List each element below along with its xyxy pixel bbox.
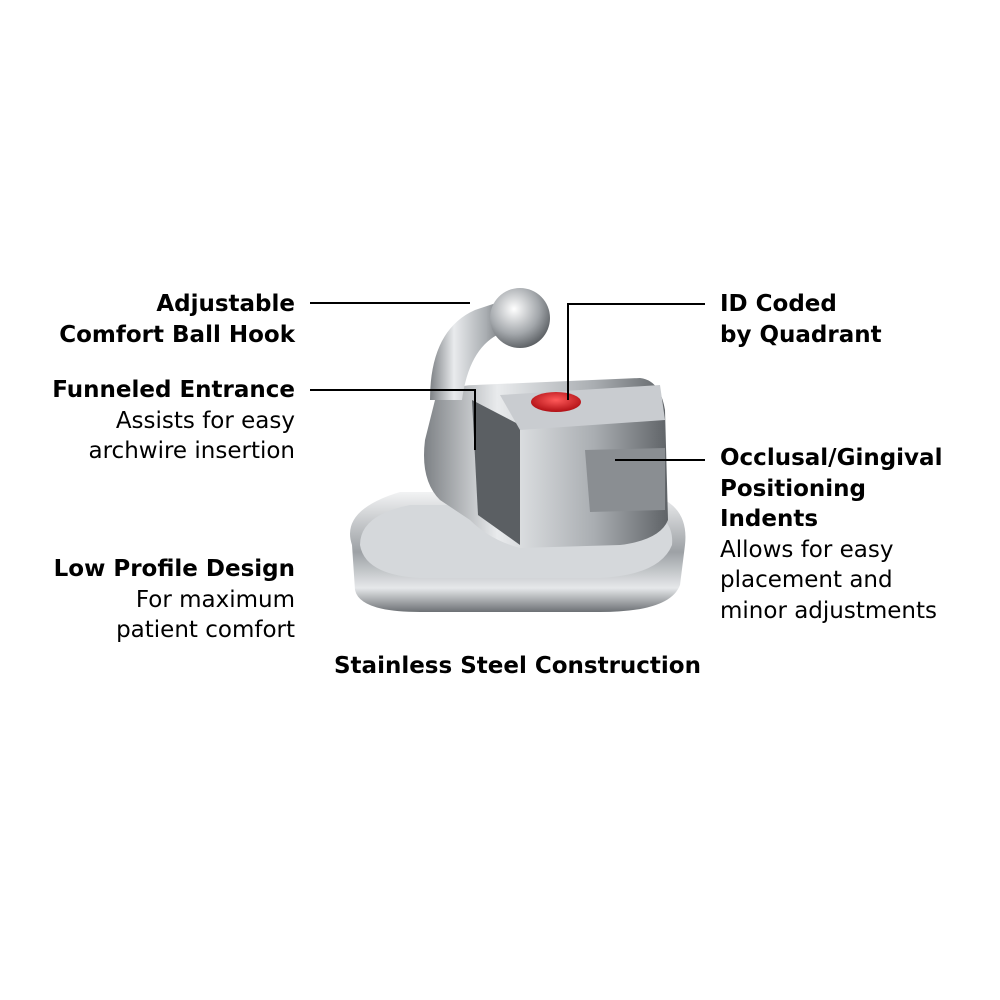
callout-lines bbox=[310, 302, 705, 461]
indents-desc-3: minor adjustments bbox=[720, 597, 938, 624]
ball-hook bbox=[430, 300, 510, 400]
ball-hook-title-2: Comfort Ball Hook bbox=[59, 321, 295, 348]
indents-title-2: Positioning bbox=[720, 475, 867, 502]
id-coded-title-2: by Quadrant bbox=[720, 321, 882, 348]
ball-hook-label: Adjustable Comfort Ball Hook bbox=[59, 289, 295, 350]
funneled-desc-1: Assists for easy bbox=[115, 407, 295, 434]
low-profile-title: Low Profile Design bbox=[53, 556, 295, 582]
low-profile-label: Low Profile Design For maximum patient c… bbox=[54, 554, 295, 646]
id-coded-label: ID Coded by Quadrant bbox=[720, 289, 882, 350]
ball-hook-ball bbox=[490, 288, 550, 348]
id-coded-title-1: ID Coded bbox=[720, 291, 837, 317]
indents-title-3: Indents bbox=[720, 506, 819, 532]
indents-desc-2: placement and bbox=[720, 567, 893, 593]
indents-desc-1: Allows for easy bbox=[720, 536, 894, 563]
funneled-label: Funneled Entrance Assists for easy archw… bbox=[52, 375, 295, 467]
id-color-dot bbox=[531, 392, 581, 412]
caption: Stainless Steel Construction bbox=[333, 653, 701, 679]
bracket-body bbox=[424, 378, 668, 548]
low-profile-desc-1: For maximum bbox=[135, 586, 295, 613]
funneled-title: Funneled Entrance bbox=[52, 377, 295, 403]
indents-title-1: Occlusal/Gingival bbox=[720, 445, 943, 471]
funneled-desc-2: archwire insertion bbox=[88, 438, 296, 464]
ball-hook-title-1: Adjustable bbox=[156, 291, 295, 317]
indents-label: Occlusal/Gingival Positioning Indents Al… bbox=[720, 443, 942, 626]
low-profile-desc-2: patient comfort bbox=[116, 617, 295, 643]
